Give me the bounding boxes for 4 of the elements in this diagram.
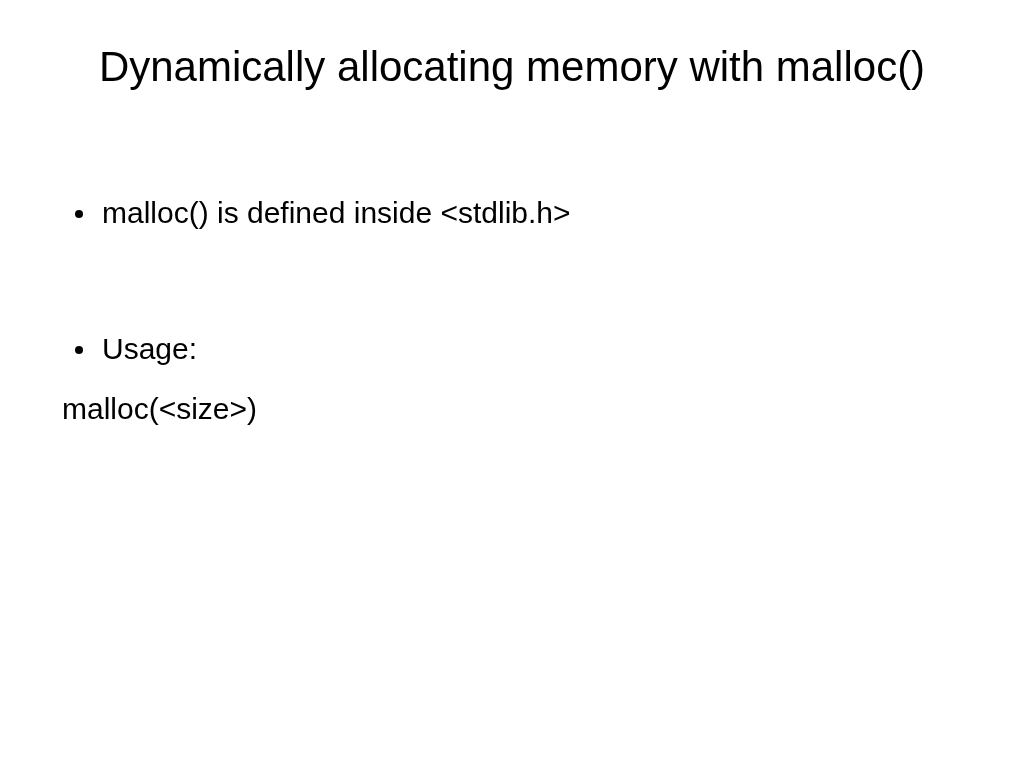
bullet-text: malloc() is defined inside <stdlib.h> [102, 195, 571, 231]
slide-title: Dynamically allocating memory with malloc() [97, 42, 927, 92]
bullet-text: Usage: [102, 331, 198, 367]
code-text: malloc(<size>) [62, 391, 258, 427]
